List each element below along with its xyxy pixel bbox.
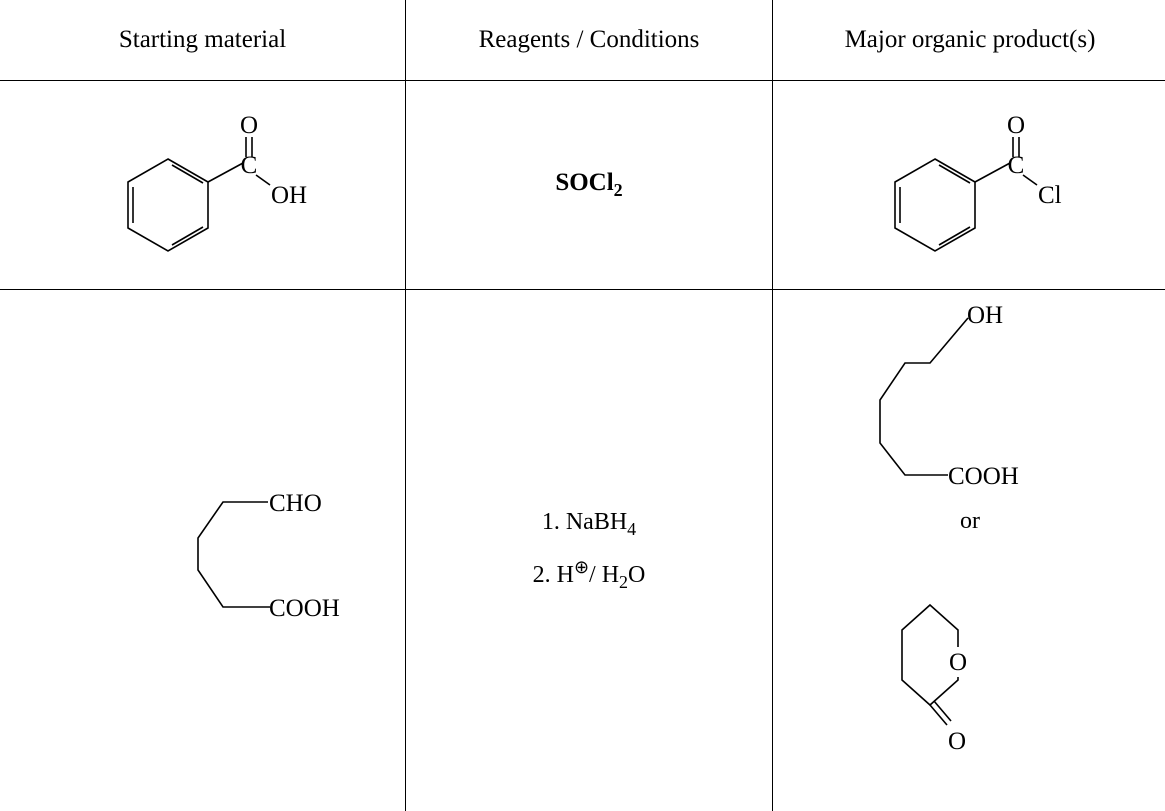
table-row: CHO COOH 1. NaBH4 2. H⊕/ H2O OH COOH or … [0, 288, 1165, 811]
product-structures: OH COOH or O O [879, 302, 1019, 755]
cell-product-benzoyl-chloride: O C Cl [772, 80, 1165, 290]
header-row: Starting material Reagents / Conditions … [0, 0, 1165, 82]
oxopentanoic-acid-structure: CHO COOH [196, 490, 339, 622]
cell-product-hydroxyacid-or-lactone: OH COOH or O O [772, 288, 1165, 811]
benzoic-acid-structure: O C OH [126, 112, 307, 252]
oxygen-label: O [239, 112, 257, 139]
bond [974, 162, 1011, 183]
chlorine-label: Cl [1038, 182, 1062, 209]
aldehyde-label: CHO [269, 490, 322, 517]
header-starting-material: Starting material [0, 0, 406, 82]
carboxyl-label: COOH [269, 595, 340, 622]
carbon-label: C [1008, 152, 1025, 179]
hydroxy-chain [879, 317, 969, 477]
bond [255, 174, 270, 186]
ring-double-bond [171, 164, 203, 184]
carbonyl-double-bond [929, 704, 948, 726]
bond [207, 162, 243, 183]
header-major-product: Major organic product(s) [772, 0, 1165, 82]
ring-double-bond [938, 226, 971, 246]
carbonyl-double-bond [933, 700, 952, 722]
cell-reagent-socl2: SOCl2 [405, 80, 773, 290]
benzoyl-chloride-structure: O C Cl [894, 112, 1062, 252]
hydroxyl-label: OH [967, 302, 1003, 329]
reagent-socl2: SOCl2 [555, 169, 623, 201]
reagent-step-2: 2. H⊕/ H2O [532, 556, 646, 592]
ring-double-bond [938, 164, 971, 184]
ring-double-bond [171, 226, 203, 246]
carbonyl-oxygen-label: O [948, 728, 966, 755]
cell-start-benzoic-acid: O C OH [0, 80, 406, 290]
table-row: O C OH SOCl2 O C [0, 80, 1165, 290]
cell-reagent-nabh4: 1. NaBH4 2. H⊕/ H2O [405, 288, 773, 811]
carbon-chain [196, 501, 270, 609]
carboxyl-label: COOH [948, 463, 1019, 490]
or-label: or [960, 508, 980, 534]
bond [1022, 174, 1038, 186]
hydroxyl-label: OH [271, 182, 307, 209]
benzene-ring [126, 158, 209, 252]
oxygen-label: O [1007, 112, 1025, 139]
reagent-step-1: 1. NaBH4 [541, 509, 637, 539]
benzene-ring [894, 158, 976, 252]
header-reagents-conditions: Reagents / Conditions [405, 0, 773, 82]
ring-oxygen-label: O [949, 649, 967, 676]
cell-start-oxoacid: CHO COOH [0, 288, 406, 811]
carbon-label: C [240, 152, 257, 179]
